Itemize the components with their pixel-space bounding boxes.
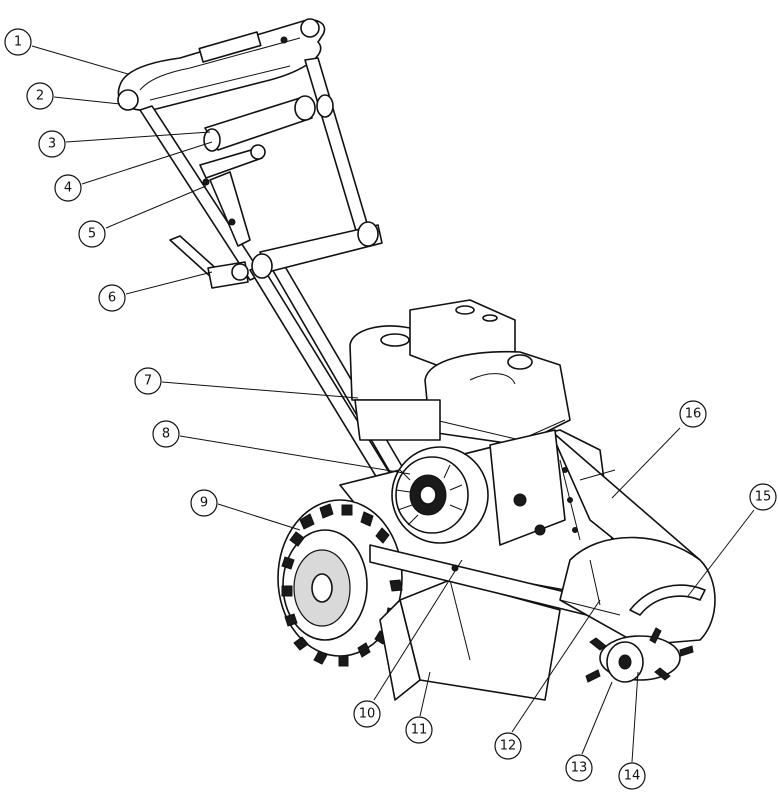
callout-label: 4 <box>64 181 72 196</box>
callout-4: 4 <box>54 174 82 202</box>
callout-label: 1 <box>14 35 22 50</box>
guard-handle <box>629 584 706 616</box>
callout-9: 9 <box>190 489 218 517</box>
handle-frame <box>139 57 411 497</box>
callout-15: 15 <box>749 483 777 511</box>
callout-14: 14 <box>618 762 646 790</box>
callout-5: 5 <box>78 220 106 248</box>
cutter-guard <box>559 536 716 646</box>
callout-label: 14 <box>624 769 641 784</box>
leader-13 <box>581 681 613 755</box>
machine-illustration <box>117 18 716 701</box>
cutter-wheel <box>585 627 694 683</box>
callout-13: 13 <box>565 754 593 782</box>
callout-label: 9 <box>200 496 208 511</box>
leader-7 <box>161 381 359 399</box>
leader-9 <box>217 503 301 531</box>
callout-label: 2 <box>36 89 44 104</box>
leader-15 <box>687 509 755 597</box>
engine <box>349 299 571 546</box>
callout-3: 3 <box>38 130 66 158</box>
callout-label: 8 <box>162 427 170 442</box>
callout-12: 12 <box>494 732 522 760</box>
side-cover <box>579 469 616 481</box>
callout-2: 2 <box>26 82 54 110</box>
leader-12 <box>511 599 601 733</box>
callout-8: 8 <box>152 420 180 448</box>
cross-tube <box>203 94 334 152</box>
leader-1 <box>31 45 129 75</box>
leader-2 <box>53 96 121 105</box>
leader-10 <box>373 559 463 701</box>
leader-11 <box>419 671 431 717</box>
callout-label: 6 <box>108 291 116 306</box>
callouts: 1 2 3 4 5 6 7 8 9 10 11 12 13 14 15 16 <box>4 28 777 790</box>
leader-lines <box>31 45 755 763</box>
callout-label: 16 <box>685 407 702 422</box>
recoil-starter <box>391 446 489 544</box>
callout-11: 11 <box>405 716 433 744</box>
throttle-handle <box>169 235 249 289</box>
leader-14 <box>631 671 639 763</box>
control-lever <box>199 144 266 247</box>
leader-3 <box>65 131 211 143</box>
leader-5 <box>105 185 207 229</box>
callout-10: 10 <box>353 700 381 728</box>
handlebar <box>117 18 326 112</box>
callout-label: 15 <box>755 490 772 505</box>
callout-label: 7 <box>144 374 152 389</box>
callout-label: 3 <box>48 137 56 152</box>
callout-label: 10 <box>359 707 376 722</box>
debris-guard-plate <box>379 579 561 701</box>
callout-label: 11 <box>411 723 428 738</box>
callout-7: 7 <box>134 367 162 395</box>
leader-16 <box>611 427 681 499</box>
leader-8 <box>179 435 411 475</box>
callout-6: 6 <box>98 284 126 312</box>
callout-label: 13 <box>571 761 588 776</box>
callout-label: 12 <box>500 739 517 754</box>
leader-4 <box>81 141 213 185</box>
callout-label: 5 <box>88 227 96 242</box>
wheel <box>277 499 403 667</box>
callout-16: 16 <box>679 400 707 428</box>
callout-1: 1 <box>4 28 32 56</box>
leader-6 <box>125 271 213 295</box>
